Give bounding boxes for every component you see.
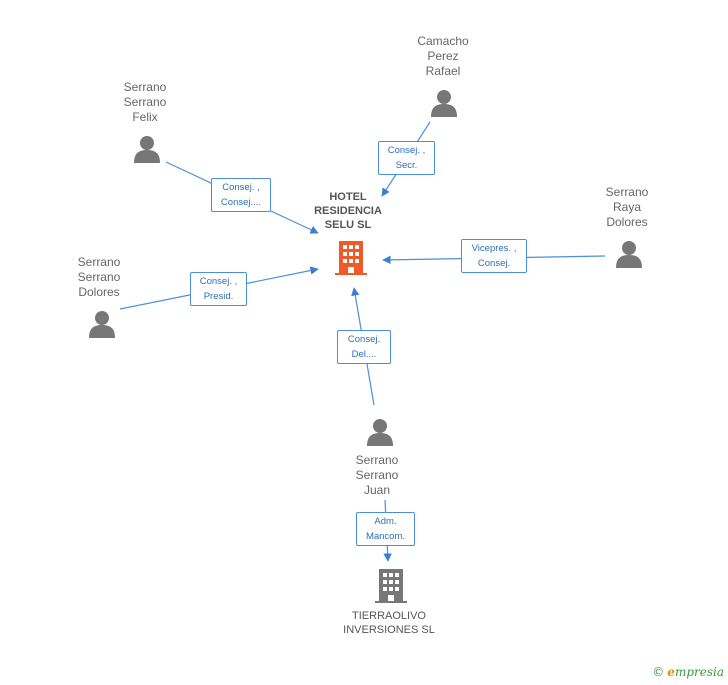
- person-icon: [616, 241, 642, 268]
- role-line: Consej.: [347, 334, 381, 345]
- role-label-camacho[interactable]: Consej. , Secr.: [378, 141, 435, 175]
- role-line: Mancom.: [365, 531, 406, 542]
- company-tierraolivo[interactable]: TIERRAOLIVO INVERSIONES SL: [330, 609, 448, 637]
- company-name-line: SELU SL: [324, 219, 372, 231]
- person-serrano-serrano-juan[interactable]: Serrano Serrano Juan: [332, 453, 422, 498]
- company-name: HOTEL RESIDENCIA SELU SL: [298, 190, 398, 232]
- person-name: Serrano Serrano Dolores: [77, 255, 121, 299]
- company-name-line: HOTEL: [329, 191, 367, 203]
- copyright-symbol: ©: [652, 665, 665, 679]
- role-line: Consej. ,: [199, 276, 238, 287]
- person-name: Serrano Serrano Juan: [355, 453, 399, 497]
- company-name-line: TIERRAOLIVO: [352, 610, 426, 622]
- person-name: Serrano Serrano Felix: [123, 80, 167, 124]
- role-label-raya[interactable]: Vicepres. , Consej.: [461, 239, 527, 273]
- building-icon: [375, 569, 407, 603]
- person-icon: [134, 136, 160, 163]
- role-label-felix[interactable]: Consej. , Consej....: [211, 178, 271, 212]
- company-name-line: RESIDENCIA: [314, 205, 382, 217]
- person-serrano-serrano-dolores[interactable]: Serrano Serrano Dolores: [54, 255, 144, 300]
- role-line: Consej. ,: [222, 182, 260, 193]
- company-name-line: INVERSIONES SL: [343, 624, 435, 636]
- person-camacho-perez-rafael[interactable]: Camacho Perez Rafael: [398, 34, 488, 79]
- person-icon: [367, 419, 393, 446]
- company-name: TIERRAOLIVO INVERSIONES SL: [330, 609, 448, 637]
- person-serrano-serrano-felix[interactable]: Serrano Serrano Felix: [100, 80, 190, 125]
- brand-name: mpresia: [674, 665, 724, 679]
- role-line: Secr.: [395, 160, 418, 171]
- role-label-dolores[interactable]: Consej. , Presid.: [190, 272, 247, 306]
- person-name: Serrano Raya Dolores: [605, 185, 649, 229]
- person-icon: [89, 311, 115, 338]
- empresia-logo[interactable]: ©empresia: [652, 665, 724, 679]
- role-line: Presid.: [203, 291, 234, 302]
- role-line: Adm.: [374, 516, 397, 527]
- role-label-juan-tierraolivo[interactable]: Adm. Mancom.: [356, 512, 415, 546]
- brand-e: e: [667, 665, 675, 679]
- role-line: Vicepres. ,: [471, 243, 517, 254]
- role-line: Consej. ,: [387, 145, 426, 156]
- role-line: Consej.: [477, 258, 511, 269]
- company-hotel-residencia-selu[interactable]: HOTEL RESIDENCIA SELU SL: [298, 190, 398, 232]
- person-serrano-raya-dolores[interactable]: Serrano Raya Dolores: [582, 185, 672, 230]
- role-label-juan[interactable]: Consej. Del....: [337, 330, 391, 364]
- building-icon: [335, 241, 367, 275]
- person-icon: [431, 90, 457, 117]
- role-line: Del....: [351, 349, 377, 360]
- role-line: Consej....: [220, 197, 262, 208]
- person-name: Camacho Perez Rafael: [417, 34, 469, 78]
